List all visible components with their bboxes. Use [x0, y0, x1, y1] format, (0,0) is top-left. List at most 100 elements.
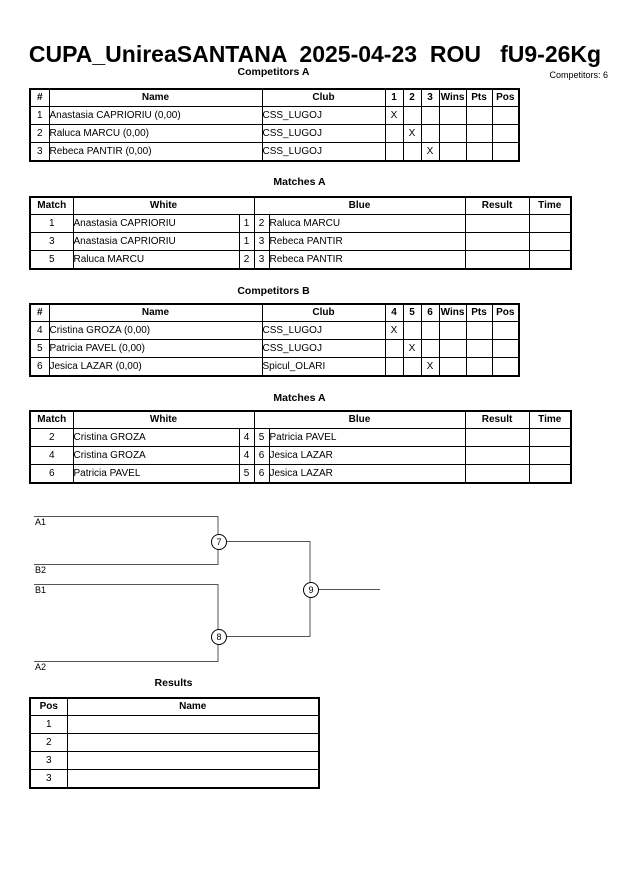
table-row: 5 Raluca MARCU 2 3 Rebeca PANTIR — [29, 250, 572, 270]
bracket-seed-a1: A1 — [35, 517, 47, 527]
table-row: 6 Jesica LAZAR (0,00) Spicul_OLARI X — [29, 357, 520, 377]
col-grid-4: 4 — [384, 303, 404, 322]
match-result — [464, 250, 530, 270]
col-match: Match — [29, 196, 74, 215]
col-pts: Pts — [465, 303, 493, 322]
table-row: 2 — [29, 733, 320, 752]
grid-cell: X — [402, 124, 422, 143]
col-pos: Pos — [491, 88, 520, 107]
match-number: 5 — [29, 250, 74, 270]
blue-competitor: Patricia PAVEL — [268, 428, 466, 447]
match-number: 6 — [29, 464, 74, 484]
col-grid-1: 1 — [384, 88, 404, 107]
match-time — [528, 250, 572, 270]
white-seed: 2 — [238, 250, 255, 270]
table-row: 3 — [29, 751, 320, 770]
blue-seed: 2 — [253, 214, 270, 233]
competitor-name: Rebeca PANTIR (0,00) — [48, 142, 263, 162]
white-competitor: Patricia PAVEL — [72, 464, 240, 484]
blue-seed: 6 — [253, 446, 270, 465]
col-name: Name — [48, 88, 263, 107]
competitor-num: 3 — [29, 142, 50, 162]
match-time — [528, 232, 572, 251]
bracket-seed-a2: A2 — [35, 662, 47, 672]
blue-competitor: Jesica LAZAR — [268, 446, 466, 465]
white-seed: 4 — [238, 428, 255, 447]
match-time — [528, 464, 572, 484]
results-table: Pos Name 1 2 3 3 — [29, 697, 320, 789]
col-match: Match — [29, 410, 74, 429]
match-number: 1 — [29, 214, 74, 233]
competitor-pos — [491, 106, 520, 125]
col-num: # — [29, 88, 50, 107]
bracket-seed-b1: B1 — [35, 585, 47, 595]
col-grid-2: 2 — [402, 88, 422, 107]
white-competitor: Cristina GROZA — [72, 446, 240, 465]
table-row: 4 Cristina GROZA 4 6 Jesica LAZAR — [29, 446, 572, 465]
white-seed: 1 — [238, 232, 255, 251]
matches-a-table: Match White Blue Result Time 1 Anastasia… — [29, 196, 573, 270]
competitor-pos — [491, 124, 520, 143]
competitor-club: CSS_LUGOJ — [261, 124, 386, 143]
competitor-pos — [491, 357, 520, 377]
competitor-club: Spicul_OLARI — [261, 357, 386, 377]
competitor-pos — [491, 142, 520, 162]
col-name: Name — [48, 303, 263, 322]
competitor-wins — [438, 142, 467, 162]
blue-competitor: Rebeca PANTIR — [268, 250, 466, 270]
grid-cell — [384, 142, 404, 162]
competitors-b-table: # Name Club 4 5 6 Wins Pts Pos 4 Cristin… — [29, 303, 520, 377]
table-row: 3 — [29, 769, 320, 789]
col-wins: Wins — [438, 88, 467, 107]
table-row: 1 Anastasia CAPRIORIU 1 2 Raluca MARCU — [29, 214, 572, 233]
result-pos: 3 — [29, 751, 68, 770]
match-result — [464, 428, 530, 447]
grid-cell: X — [420, 357, 440, 377]
match-result — [464, 232, 530, 251]
table-header-row: # Name Club 4 5 6 Wins Pts Pos — [29, 303, 520, 322]
grid-cell — [420, 124, 440, 143]
table-row: 3 Rebeca PANTIR (0,00) CSS_LUGOJ X — [29, 142, 520, 162]
col-name: Name — [66, 697, 320, 716]
col-wins: Wins — [438, 303, 467, 322]
white-competitor: Anastasia CAPRIORIU — [72, 214, 240, 233]
page-title: CUPA_UnireaSANTANA 2025-04-23 ROU fU9-26… — [28, 41, 602, 67]
competitor-num: 6 — [29, 357, 50, 377]
result-pos: 1 — [29, 715, 68, 734]
result-name — [66, 733, 320, 752]
match-number: 4 — [29, 446, 74, 465]
grid-cell — [402, 357, 422, 377]
competitor-pos — [491, 321, 520, 340]
competitor-wins — [438, 357, 467, 377]
bracket-node-9: 9 — [303, 582, 319, 598]
col-white: White — [72, 196, 255, 215]
match-time — [528, 446, 572, 465]
competitor-pts — [465, 339, 493, 358]
table-header-row: Match White Blue Result Time — [29, 196, 572, 215]
table-header-row: Match White Blue Result Time — [29, 410, 572, 429]
col-time: Time — [528, 410, 572, 429]
competitor-name: Jesica LAZAR (0,00) — [48, 357, 263, 377]
bracket-node-7: 7 — [211, 534, 227, 550]
competitor-wins — [438, 339, 467, 358]
grid-cell — [402, 142, 422, 162]
col-white: White — [72, 410, 255, 429]
matches-b-table: Match White Blue Result Time 2 Cristina … — [29, 410, 573, 484]
grid-cell — [384, 124, 404, 143]
competitor-wins — [438, 106, 467, 125]
competitor-club: CSS_LUGOJ — [261, 142, 386, 162]
match-time — [528, 214, 572, 233]
col-time: Time — [528, 196, 572, 215]
col-pos: Pos — [29, 697, 68, 716]
col-grid-6: 6 — [420, 303, 440, 322]
result-name — [66, 769, 320, 789]
grid-cell — [384, 339, 404, 358]
competitors-a-caption: Competitors A — [237, 66, 310, 78]
competitor-pos — [491, 339, 520, 358]
match-result — [464, 464, 530, 484]
competitor-num: 4 — [29, 321, 50, 340]
blue-seed: 5 — [253, 428, 270, 447]
match-number: 2 — [29, 428, 74, 447]
matches-b-caption: Matches A — [273, 392, 326, 404]
match-number: 3 — [29, 232, 74, 251]
